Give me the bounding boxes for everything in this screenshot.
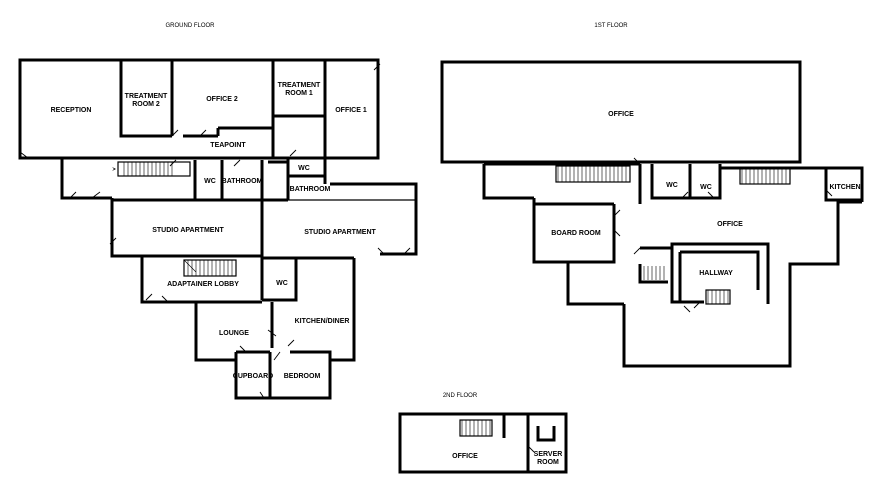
room-label-first-office-lower: OFFICE (717, 221, 743, 228)
first-office-lower-wall (622, 304, 792, 368)
ground-top-block-wall (18, 58, 380, 160)
second-floor-outer-wall (398, 412, 568, 474)
room-label-wc-3: WC (276, 280, 288, 287)
second-stair (459, 419, 493, 437)
first-office-main-wall (440, 60, 802, 164)
board-room-left-wall (532, 198, 568, 264)
lounge-left-wall (194, 302, 236, 362)
room-label-treatment-2-line1: TREATMENT (125, 93, 168, 100)
ground-floor-title: GROUND FLOOR (165, 23, 215, 29)
room-label-studio-apartment-1: STUDIO APARTMENT (152, 227, 224, 234)
first-stair-landing-wall (638, 264, 668, 284)
studio-2-outer-wall (330, 182, 418, 256)
first-stair-2 (739, 167, 791, 185)
room-label-treatment-2-line2: ROOM 2 (132, 101, 160, 108)
second-floor-plan (398, 412, 568, 474)
wc3-wall (262, 258, 298, 302)
room-label-first-kitchen: KITCHEN (829, 184, 860, 191)
room-label-server-room-line2: ROOM (537, 459, 559, 466)
first-wc-2-wall (690, 164, 722, 200)
corridor-left-wall (60, 158, 112, 200)
room-label-first-office: OFFICE (608, 111, 634, 118)
lobby-left-wall (140, 256, 196, 304)
room-label-adaptainer-lobby: ADAPTAINER LOBBY (167, 281, 239, 288)
room-label-lounge: LOUNGE (219, 330, 249, 337)
room-label-bedroom: BEDROOM (284, 373, 321, 380)
hallway-inner-wall (680, 250, 760, 290)
second-floor-title: 2ND FLOOR (443, 393, 478, 399)
room-label-reception: RECEPTION (51, 107, 92, 114)
first-stair-1 (555, 165, 631, 183)
room-label-teapoint: TEAPOINT (210, 142, 246, 149)
kitchen-right-wall (330, 258, 356, 362)
room-label-treatment-1-line1: TREATMENT (278, 82, 321, 89)
ground-stair-2 (183, 259, 237, 277)
first-floor-plan (440, 60, 864, 368)
first-wc-1-wall (650, 164, 692, 200)
first-kitchen-wall (718, 164, 864, 202)
first-floor-title: 1ST FLOOR (594, 23, 628, 29)
first-stair-3 (643, 266, 665, 280)
room-label-first-wc-2: WC (700, 184, 712, 191)
first-corridor-left-wall (482, 164, 534, 200)
studio-1-left-wall (110, 198, 142, 258)
room-label-bathroom-2: BATHROOM (290, 186, 331, 193)
first-office-bottom-left-wall (566, 262, 624, 306)
room-label-studio-apartment-2: STUDIO APARTMENT (304, 229, 376, 236)
room-label-wc-2: WC (298, 165, 310, 172)
ground-stair-1 (106, 161, 191, 177)
first-office-right-wall (788, 200, 862, 304)
room-label-kitchen-diner: KITCHEN/DINER (295, 318, 350, 325)
board-room-right-wall (568, 204, 616, 264)
room-label-first-wc-1: WC (666, 182, 678, 189)
treatment-room-2-wall (119, 60, 172, 138)
first-kitchen-inner-wall (824, 168, 862, 202)
bedroom-outer-wall (234, 350, 332, 400)
ground-floor-plan (18, 58, 418, 400)
room-label-treatment-1-line2: ROOM 1 (285, 90, 313, 97)
first-stair-4 (705, 289, 731, 305)
room-label-office-2: OFFICE 2 (206, 96, 238, 103)
room-label-server-room-line1: SERVER (534, 451, 563, 458)
room-label-board-room: BOARD ROOM (551, 230, 601, 237)
room-label-hallway: HALLWAY (699, 270, 733, 277)
room-label-bathroom-1: BATHROOM (222, 178, 263, 185)
room-label-wc-1: WC (204, 178, 216, 185)
room-label-second-office: OFFICE (452, 453, 478, 460)
server-room-inner-wall (536, 426, 556, 442)
room-label-cupboard: CUPBOARD (233, 373, 273, 380)
hallway-left-wall (670, 244, 704, 304)
room-label-office-1: OFFICE 1 (335, 107, 367, 114)
